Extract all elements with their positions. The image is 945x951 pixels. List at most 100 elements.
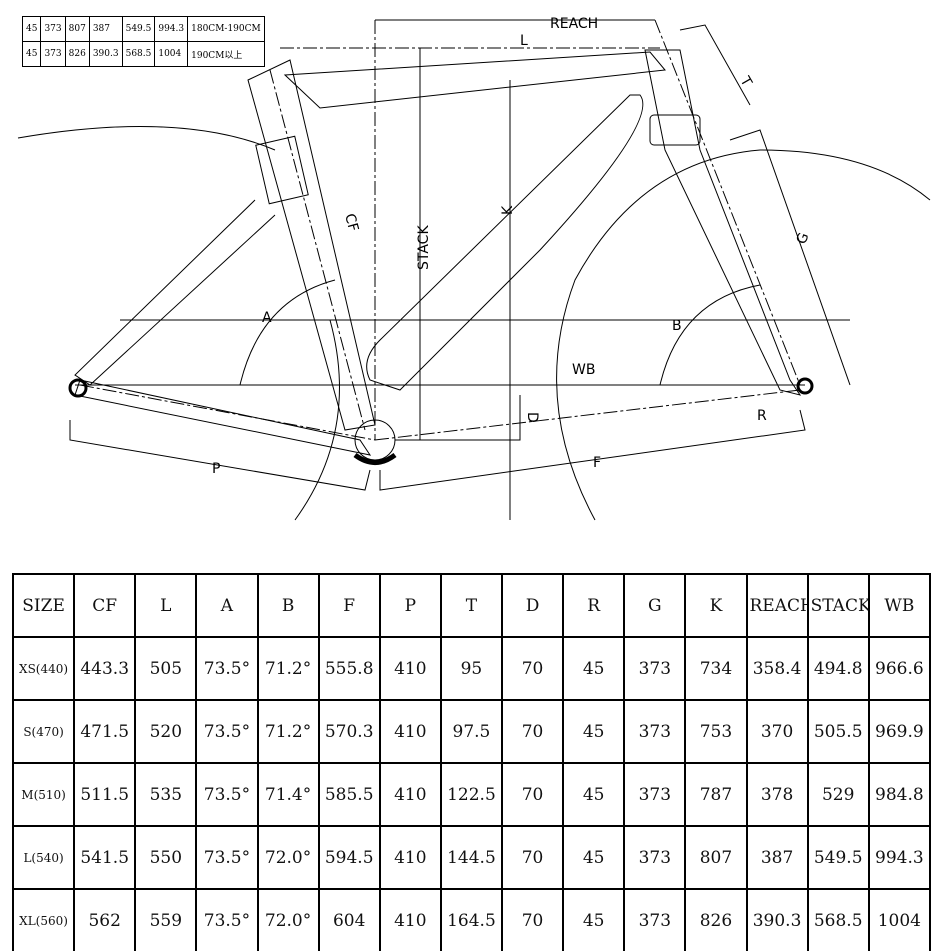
- label-g: G: [794, 231, 813, 247]
- table-cell: 45: [562, 762, 626, 827]
- label-f: F: [593, 455, 601, 471]
- label-t: T: [736, 73, 755, 90]
- table-cell: 373: [40, 16, 66, 42]
- table-cell: 45: [562, 825, 626, 890]
- table-cell: 73.5°: [195, 888, 259, 951]
- label-p: P: [212, 461, 220, 477]
- table-cell: 520: [134, 699, 198, 764]
- table-cell: 594.5: [317, 825, 381, 890]
- header-g: G: [623, 573, 687, 638]
- table-cell: 994.3: [867, 825, 932, 890]
- size-cell: M(510): [11, 762, 76, 827]
- f-dimension: [379, 409, 806, 491]
- table-cell: 73.5°: [195, 636, 259, 701]
- header-a: A: [195, 573, 259, 638]
- rear-dropout: [68, 378, 88, 398]
- table-cell: 505: [134, 636, 198, 701]
- table-cell: 373: [623, 888, 687, 951]
- table-cell: 373: [623, 699, 687, 764]
- front-wheel: [556, 149, 931, 521]
- table-row: 45 373 807 387 549.5 994.3 180CM-190CM: [21, 16, 265, 42]
- size-cell: S(470): [11, 699, 76, 764]
- table-cell: 555.8: [317, 636, 381, 701]
- table-cell: 966.6: [867, 636, 932, 701]
- p-dimension: [69, 420, 371, 491]
- table-cell: 97.5: [439, 699, 504, 764]
- table-cell: 549.5: [806, 825, 870, 890]
- table-cell: 410: [378, 762, 442, 827]
- table-cell: 73.5°: [195, 825, 259, 890]
- g-dimension: [729, 129, 851, 386]
- table-cell: 787: [684, 762, 748, 827]
- table-cell: 387: [88, 16, 123, 42]
- header-reach: REACH: [745, 573, 809, 638]
- table-cell: 45: [562, 699, 626, 764]
- table-cell: 73.5°: [195, 762, 259, 827]
- table-cell: 72.0°: [256, 888, 320, 951]
- seat-stay: [74, 199, 276, 386]
- table-cell: 190CM以上: [187, 41, 265, 67]
- table-cell: 734: [684, 636, 748, 701]
- frame-geometry-drawing: REACH L T CF STACK K G A B WB D R P F: [17, 16, 931, 521]
- table-cell: 70: [500, 762, 565, 827]
- table-cell: 45: [562, 636, 626, 701]
- header-cf: CF: [73, 573, 137, 638]
- head-tube-and-fork: [644, 49, 802, 396]
- table-cell: 373: [623, 825, 687, 890]
- table-cell: 994.3: [154, 16, 189, 42]
- header-b: B: [256, 573, 320, 638]
- table-row: 45 373 826 390.3 568.5 1004 190CM以上: [21, 41, 265, 67]
- table-cell: 505.5: [806, 699, 870, 764]
- header-stack: STACK: [806, 573, 870, 638]
- label-r: R: [757, 408, 767, 424]
- table-cell: 826: [684, 888, 748, 951]
- table-cell: 1004: [867, 888, 932, 951]
- table-cell: 410: [378, 699, 442, 764]
- table-cell: 511.5: [73, 762, 137, 827]
- table-cell: 568.5: [121, 41, 156, 67]
- header-d: D: [500, 573, 565, 638]
- table-cell: 562: [73, 888, 137, 951]
- table-cell: 144.5: [439, 825, 504, 890]
- table-cell: 373: [623, 636, 687, 701]
- header-f: F: [317, 573, 381, 638]
- table-cell: 494.8: [806, 636, 870, 701]
- front-dropout: [796, 377, 814, 395]
- label-b: B: [672, 318, 682, 334]
- table-cell: 969.9: [867, 699, 932, 764]
- table-header-row: SIZE CF L A B F P T D R G K REACH STACK …: [11, 573, 932, 638]
- headset: [649, 114, 701, 146]
- label-l: L: [520, 33, 528, 49]
- chainstay-centreline: [79, 384, 376, 441]
- header-size: SIZE: [11, 573, 76, 638]
- table-cell: 45: [562, 888, 626, 951]
- mini-size-table: 45 373 807 387 549.5 994.3 180CM-190CM 4…: [21, 16, 265, 67]
- table-cell: 549.5: [121, 16, 156, 42]
- size-cell: L(540): [11, 825, 76, 890]
- table-cell: 122.5: [439, 762, 504, 827]
- table-cell: 390.3: [745, 888, 809, 951]
- table-cell: 585.5: [317, 762, 381, 827]
- label-d: D: [524, 412, 540, 423]
- table-cell: 373: [623, 762, 687, 827]
- table-cell: 753: [684, 699, 748, 764]
- header-r: R: [562, 573, 626, 638]
- table-cell: 71.2°: [256, 699, 320, 764]
- table-cell: 70: [500, 888, 565, 951]
- table-cell: 1004: [154, 41, 189, 67]
- table-cell: 410: [378, 825, 442, 890]
- table-cell: 70: [500, 699, 565, 764]
- table-cell: 559: [134, 888, 198, 951]
- table-cell: 568.5: [806, 888, 870, 951]
- table-cell: 550: [134, 825, 198, 890]
- table-cell: 373: [40, 41, 66, 67]
- table-cell: 71.2°: [256, 636, 320, 701]
- t-dimension: [679, 24, 751, 106]
- seat-clamp-block: [255, 135, 309, 205]
